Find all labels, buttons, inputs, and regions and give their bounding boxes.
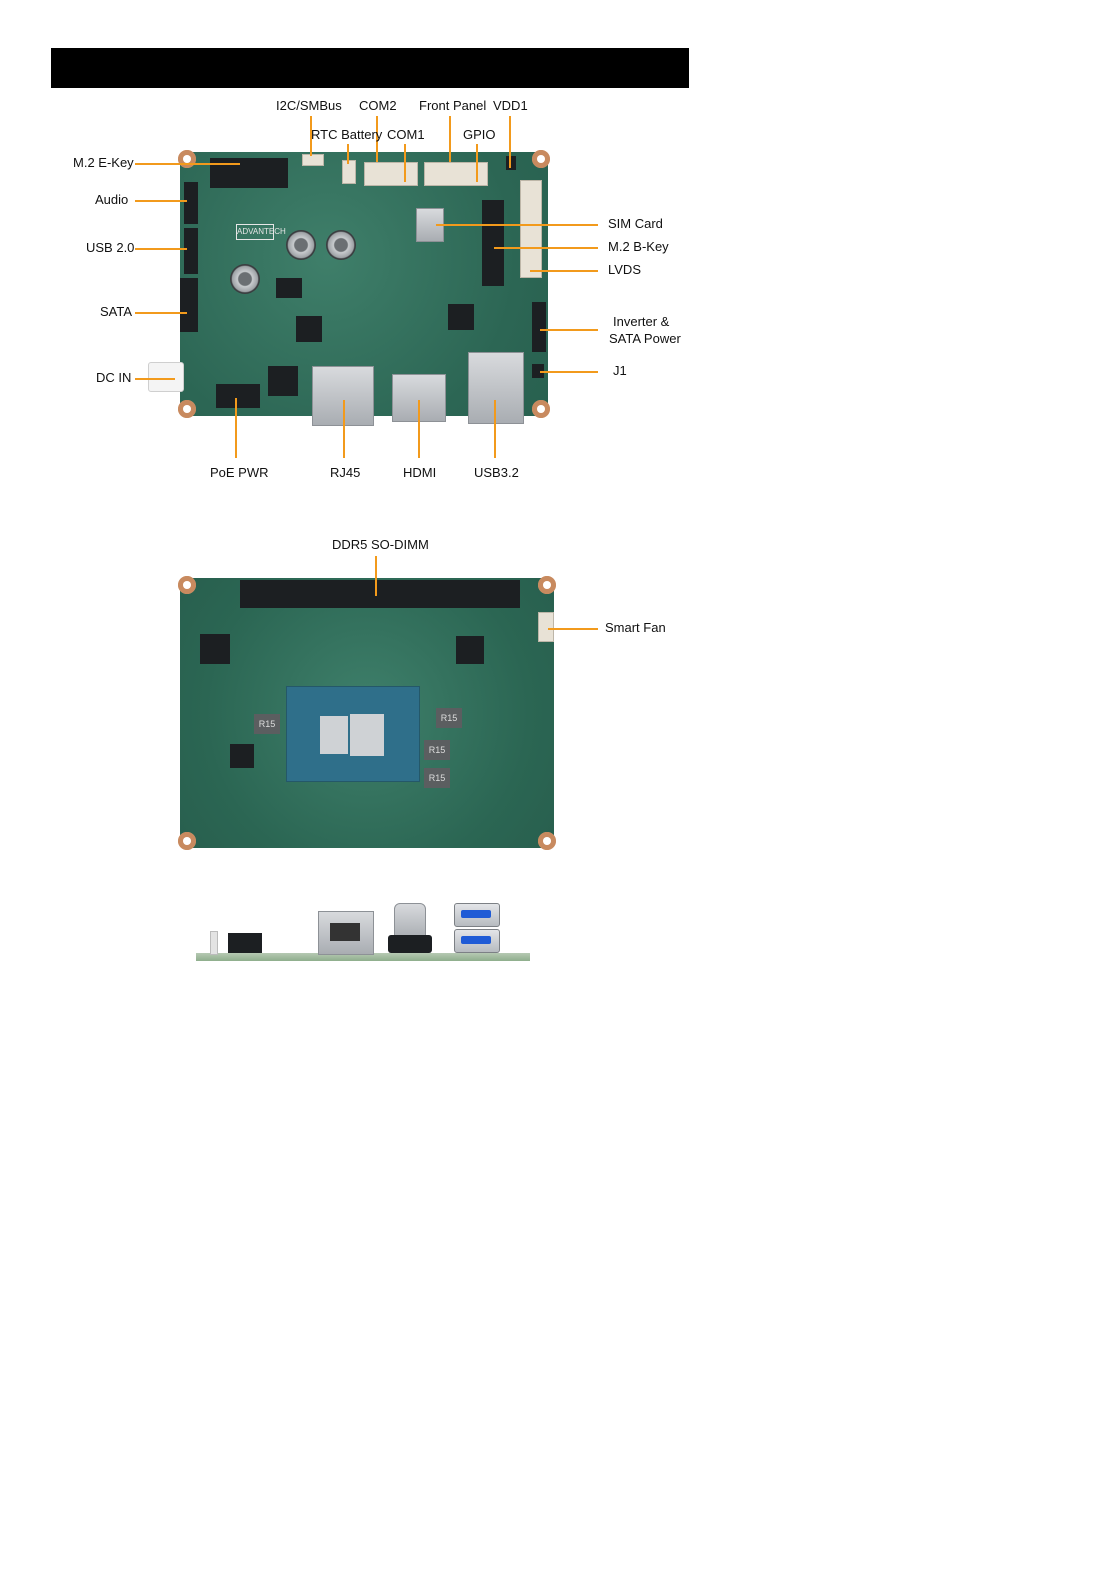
cpu-die xyxy=(350,714,384,756)
smart-fan-connector xyxy=(538,612,554,642)
header-bar xyxy=(51,48,689,88)
chip xyxy=(448,304,474,330)
io-side-view xyxy=(196,893,530,965)
label-smart-fan: Smart Fan xyxy=(605,620,666,635)
hdmi-bracket xyxy=(394,903,426,939)
poe-pwr-side xyxy=(228,933,262,953)
callout-lvds xyxy=(530,270,598,272)
standoff xyxy=(326,230,356,260)
label-inverter-line2: SATA Power xyxy=(609,331,681,346)
callout-smart-fan xyxy=(548,628,598,630)
poe-pwr-connector xyxy=(216,384,260,408)
label-m2-ekey: M.2 E-Key xyxy=(73,155,134,170)
inductor-marking: R15 xyxy=(436,708,462,728)
mount-hole xyxy=(178,832,196,850)
label-sata: SATA xyxy=(100,304,132,319)
rj45-opening xyxy=(330,923,360,941)
label-inverter-line1: Inverter & xyxy=(613,314,669,329)
cpu-die xyxy=(320,716,348,754)
inverter-sata-power-header xyxy=(532,302,546,352)
frontpanel-gpio-connectors xyxy=(424,162,488,186)
mount-hole xyxy=(538,832,556,850)
callout-sata xyxy=(135,312,187,314)
callout-dc-in xyxy=(135,378,175,380)
label-audio: Audio xyxy=(95,192,128,207)
label-front-panel: Front Panel xyxy=(419,98,486,113)
usb32-port xyxy=(468,352,524,424)
i2c-connector xyxy=(302,154,324,166)
m2-bkey-slot xyxy=(482,200,504,286)
mount-hole xyxy=(532,400,550,418)
callout-inverter xyxy=(540,329,598,331)
mount-hole xyxy=(178,576,196,594)
label-vdd1: VDD1 xyxy=(493,98,528,113)
inductor-marking: R15 xyxy=(424,740,450,760)
inductor-marking: R15 xyxy=(254,714,280,734)
usb32-bottom-port xyxy=(454,929,500,953)
dc-in-connector xyxy=(148,362,184,392)
label-hdmi: HDMI xyxy=(403,465,436,480)
callout-sim-card xyxy=(436,224,598,226)
label-rj45: RJ45 xyxy=(330,465,360,480)
label-rtc-battery: RTC Battery xyxy=(311,127,382,142)
label-j1: J1 xyxy=(613,363,627,378)
audio-header xyxy=(184,182,198,224)
lvds-connector xyxy=(520,180,542,278)
label-usb32: USB3.2 xyxy=(474,465,519,480)
com-connectors xyxy=(364,162,418,186)
callout-rtc xyxy=(347,144,349,164)
callout-hdmi xyxy=(418,400,420,458)
callout-usb20 xyxy=(135,248,187,250)
callout-m2-ekey xyxy=(135,163,240,165)
callout-front-panel xyxy=(449,116,451,162)
ddr5-sodimm-slot xyxy=(240,580,520,608)
chip xyxy=(268,366,298,396)
vdd1-jumper xyxy=(506,156,516,170)
label-com1: COM1 xyxy=(387,127,425,142)
callout-com1 xyxy=(404,144,406,182)
callout-vdd1 xyxy=(509,116,511,168)
label-lvds: LVDS xyxy=(608,262,641,277)
callout-usb32 xyxy=(494,400,496,458)
inductor-marking: R15 xyxy=(424,768,450,788)
callout-poe-pwr xyxy=(235,398,237,458)
usb20-header xyxy=(184,228,198,274)
label-gpio: GPIO xyxy=(463,127,496,142)
mount-hole xyxy=(538,576,556,594)
mount-hole xyxy=(178,150,196,168)
callout-m2-bkey xyxy=(494,247,598,249)
mount-hole xyxy=(178,400,196,418)
label-poe-pwr: PoE PWR xyxy=(210,465,269,480)
label-m2-bkey: M.2 B-Key xyxy=(608,239,669,254)
mount-hole xyxy=(532,150,550,168)
top-view-board: ADVANTECH xyxy=(180,152,548,416)
hdmi-side xyxy=(388,935,432,953)
callout-rj45 xyxy=(343,400,345,458)
usb32-top-port xyxy=(454,903,500,927)
callout-ddr5 xyxy=(375,556,377,596)
brand-marking: ADVANTECH xyxy=(236,224,274,240)
label-i2c-smbus: I2C/SMBus xyxy=(276,98,342,113)
label-dc-in: DC IN xyxy=(96,370,131,385)
chip xyxy=(456,636,484,664)
callout-j1 xyxy=(540,371,598,373)
chip xyxy=(276,278,302,298)
callout-audio xyxy=(135,200,187,202)
chip xyxy=(200,634,230,664)
chip xyxy=(296,316,322,342)
dc-in-side xyxy=(210,931,218,955)
sata-connector xyxy=(180,278,198,332)
bottom-view-board: R15 R15 R15 R15 xyxy=(180,578,554,848)
callout-gpio xyxy=(476,144,478,182)
label-usb20: USB 2.0 xyxy=(86,240,134,255)
standoff xyxy=(286,230,316,260)
label-com2: COM2 xyxy=(359,98,397,113)
chip xyxy=(230,744,254,768)
label-ddr5-sodimm: DDR5 SO-DIMM xyxy=(332,537,429,552)
rtc-battery-connector xyxy=(342,160,356,184)
label-sim-card: SIM Card xyxy=(608,216,663,231)
standoff xyxy=(230,264,260,294)
